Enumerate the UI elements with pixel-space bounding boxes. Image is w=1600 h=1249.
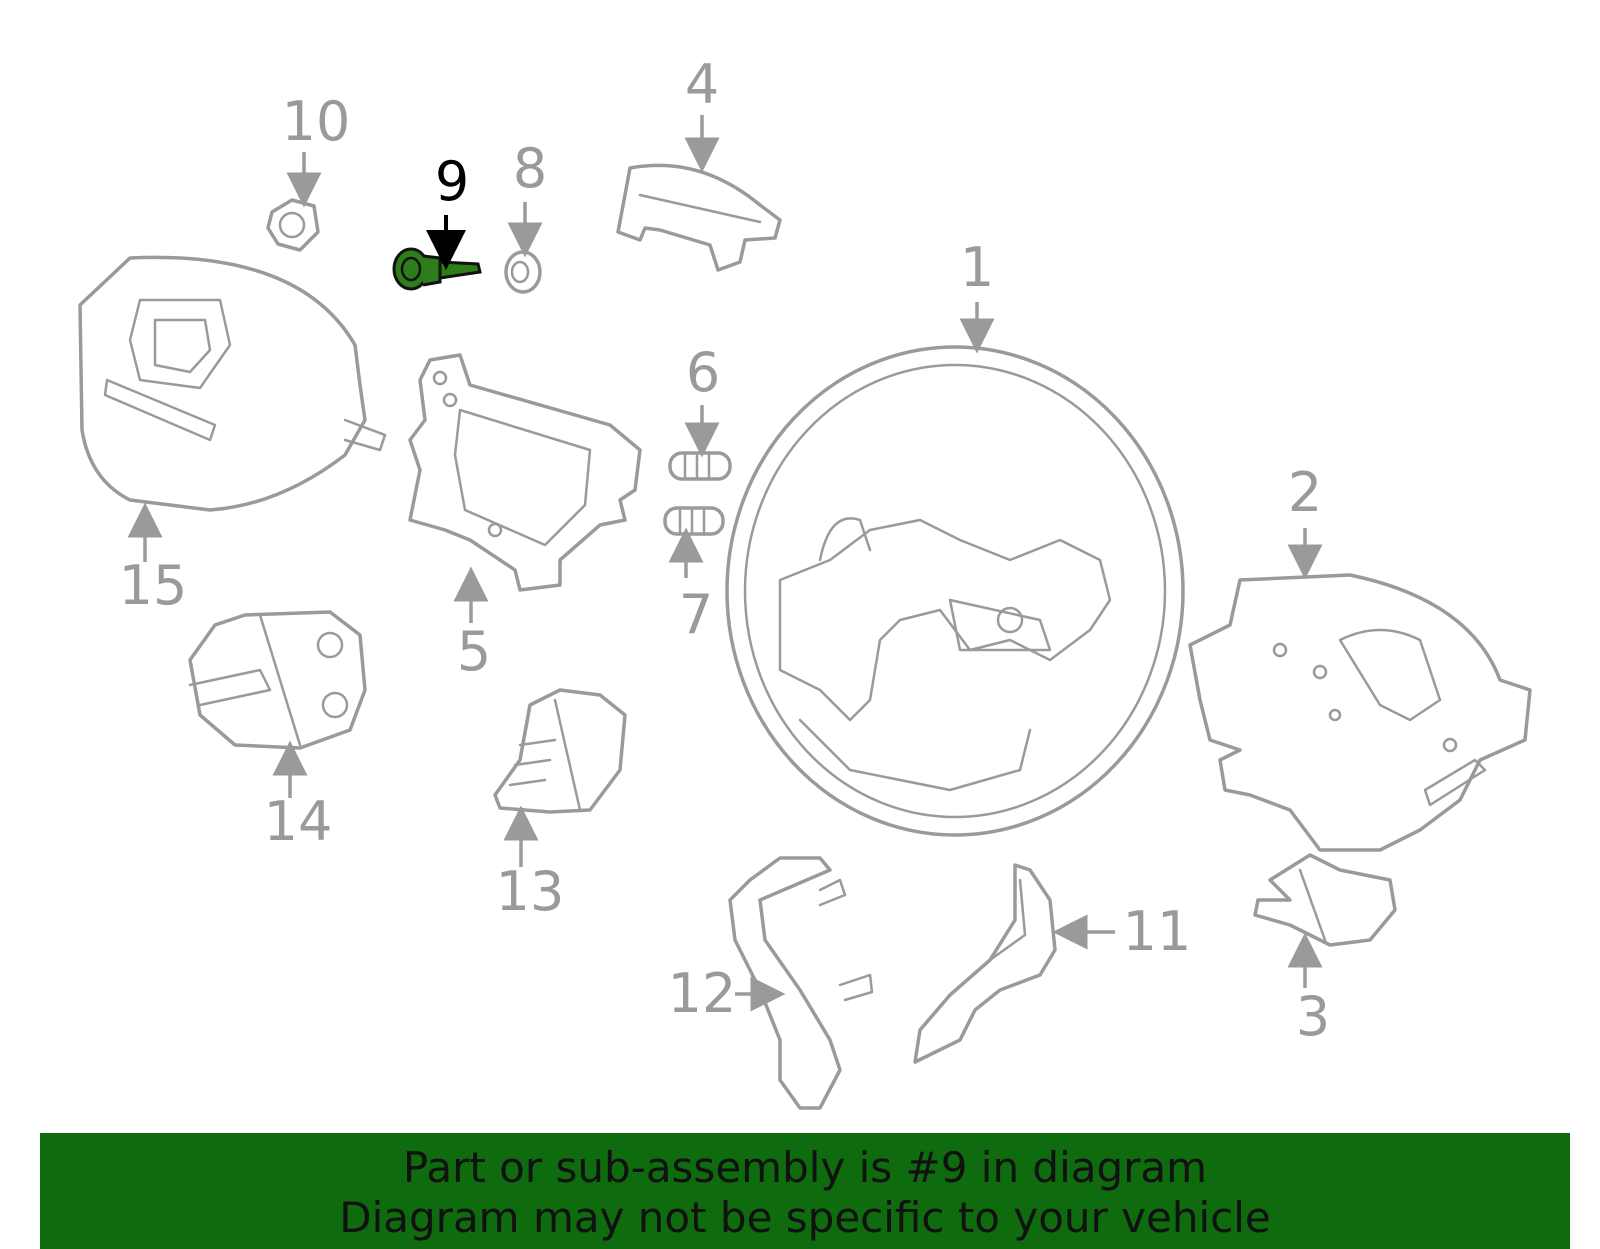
part-7-spring[interactable]: [663, 506, 725, 536]
part-4-cover[interactable]: [616, 163, 782, 272]
part-13-switch[interactable]: [493, 688, 627, 814]
part-12-garnish[interactable]: [728, 856, 874, 1110]
callout-9: 9: [435, 150, 469, 213]
part-3-cover[interactable]: [1253, 853, 1397, 947]
callout-3: 3: [1296, 985, 1330, 1048]
callout-6: 6: [686, 341, 720, 404]
callout-1: 1: [960, 236, 994, 299]
leader-arrows: [127, 115, 1323, 1012]
part-1-steering-wheel[interactable]: [725, 345, 1185, 837]
callout-8: 8: [513, 137, 547, 200]
part-10-nut[interactable]: [266, 198, 320, 252]
callout-5: 5: [457, 620, 491, 683]
banner-line-1: Part or sub-assembly is #9 in diagram: [402, 1143, 1208, 1192]
part-9-bolt[interactable]: [392, 247, 482, 291]
callout-10: 10: [282, 90, 351, 153]
callout-11: 11: [1123, 900, 1192, 963]
callout-13: 13: [496, 860, 565, 923]
banner-line-2: Diagram may not be specific to your vehi…: [339, 1193, 1271, 1242]
callout-4: 4: [685, 53, 719, 116]
part-15-airbag-module[interactable]: [78, 255, 387, 512]
callout-15: 15: [119, 554, 188, 617]
part-8-washer[interactable]: [504, 250, 542, 294]
callout-14: 14: [264, 790, 333, 853]
part-14-switch[interactable]: [188, 610, 367, 750]
part-5-bracket[interactable]: [408, 353, 642, 592]
callout-7: 7: [679, 583, 713, 646]
callout-12: 12: [668, 962, 737, 1025]
callout-labels: 10 9 8 4 1 6 7 2 15 5 14 13 11 12 3: [119, 53, 1331, 1048]
callout-2: 2: [1288, 461, 1322, 524]
part-6-spring[interactable]: [668, 451, 732, 481]
part-11-garnish[interactable]: [913, 863, 1057, 1064]
part-2-rear-cover[interactable]: [1188, 573, 1532, 852]
info-banner: Part or sub-assembly is #9 in diagram Di…: [40, 1133, 1570, 1249]
